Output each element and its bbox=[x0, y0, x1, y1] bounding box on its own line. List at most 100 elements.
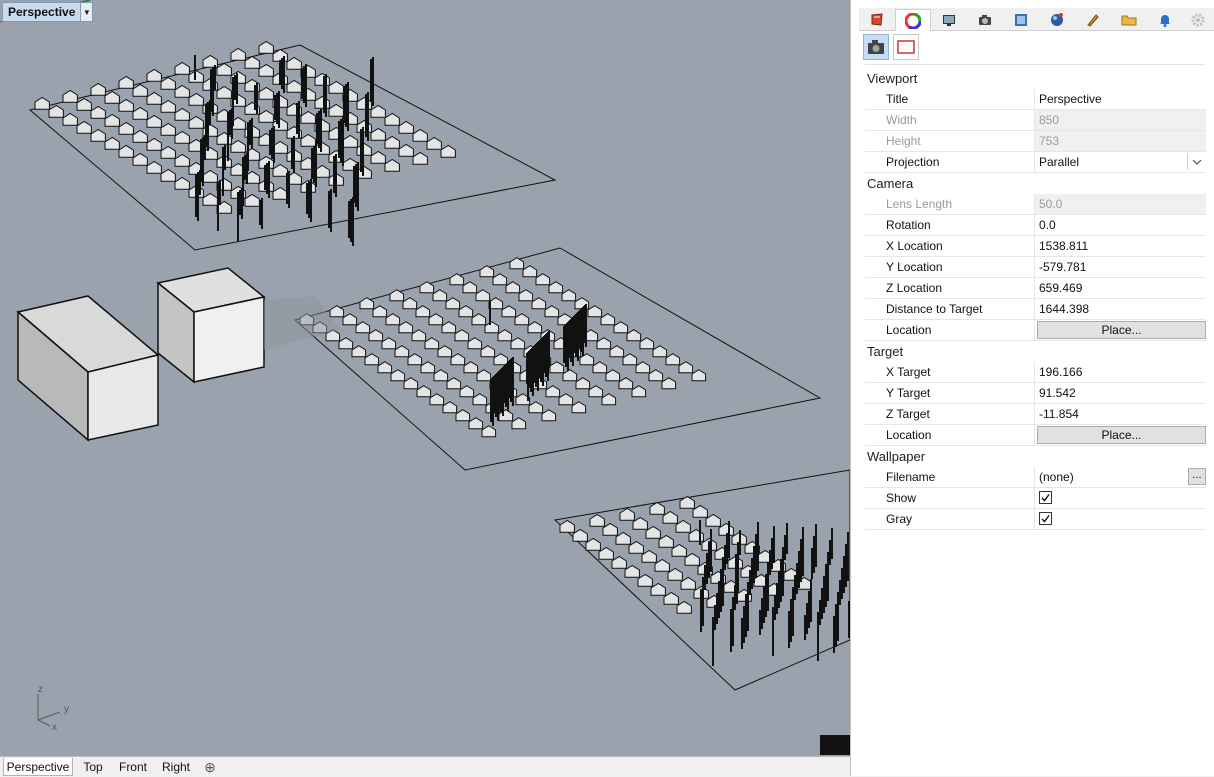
house-model bbox=[160, 76, 176, 90]
house-model bbox=[541, 409, 557, 422]
viewport-title[interactable]: Perspective bbox=[8, 5, 76, 19]
house-model bbox=[624, 564, 640, 578]
house-model bbox=[244, 55, 260, 69]
distance-field[interactable]: 1644.398 bbox=[1039, 302, 1090, 316]
house-model bbox=[416, 385, 432, 398]
rotation-field[interactable]: 0.0 bbox=[1039, 218, 1056, 232]
house-model bbox=[338, 337, 354, 350]
house-model bbox=[118, 121, 134, 135]
house-model bbox=[619, 507, 635, 521]
color-wheel-icon[interactable] bbox=[895, 9, 931, 31]
projection-dropdown[interactable]: Parallel bbox=[1035, 152, 1206, 172]
section-camera: Camera bbox=[867, 176, 914, 191]
house-model bbox=[160, 122, 176, 136]
object-properties-icon[interactable] bbox=[859, 9, 895, 30]
camera-place-button[interactable]: Place... bbox=[1037, 321, 1206, 339]
settings-gear-icon[interactable] bbox=[1183, 9, 1213, 30]
named-view-icon[interactable] bbox=[1003, 9, 1039, 30]
house-model bbox=[661, 377, 677, 390]
house-model bbox=[390, 369, 406, 382]
axis-y-label: y bbox=[64, 704, 69, 715]
filename-label: Filename bbox=[865, 467, 1035, 487]
house-model bbox=[585, 537, 601, 551]
tab-perspective[interactable]: Perspective bbox=[3, 758, 73, 776]
section-viewport: Viewport bbox=[867, 71, 918, 86]
x-location-field[interactable]: 1538.811 bbox=[1039, 239, 1089, 253]
house-model bbox=[258, 63, 274, 77]
block-3-houses bbox=[559, 495, 812, 614]
y-target-field[interactable]: 91.542 bbox=[1039, 386, 1076, 400]
house-model bbox=[479, 265, 495, 278]
show-label: Show bbox=[865, 488, 1035, 508]
render-sphere-icon[interactable] bbox=[1039, 9, 1075, 30]
house-model bbox=[454, 329, 470, 342]
viewport-title-menu[interactable]: Perspective ▼ bbox=[2, 2, 94, 22]
y-location-field[interactable]: -579.781 bbox=[1039, 260, 1087, 274]
z-location-field[interactable]: 659.469 bbox=[1039, 281, 1083, 295]
gray-checkbox[interactable] bbox=[1039, 512, 1052, 525]
house-model bbox=[342, 313, 358, 326]
rotation-label: Rotation bbox=[865, 215, 1035, 235]
x-target-field[interactable]: 196.166 bbox=[1039, 365, 1083, 379]
tab-right[interactable]: Right bbox=[161, 760, 190, 774]
camera-icon[interactable] bbox=[967, 9, 1003, 30]
house-model bbox=[531, 297, 547, 310]
brush-icon[interactable] bbox=[1075, 9, 1111, 30]
x-target-label: X Target bbox=[865, 362, 1035, 382]
target-place-button[interactable]: Place... bbox=[1037, 426, 1206, 444]
viewport-frame-icon[interactable] bbox=[893, 34, 919, 60]
width-label: Width bbox=[865, 110, 1035, 130]
house-model bbox=[174, 61, 190, 75]
perspective-viewport[interactable]: Perspective ▼ z y x bbox=[0, 0, 850, 756]
z-target-field[interactable]: -11.854 bbox=[1039, 407, 1079, 421]
block-2-ground bbox=[293, 247, 822, 471]
house-model bbox=[381, 337, 397, 350]
projection-label: Projection bbox=[865, 152, 1035, 172]
chevron-down-icon[interactable] bbox=[1187, 153, 1206, 170]
house-model bbox=[160, 145, 176, 159]
add-viewport-icon[interactable]: ⊕ bbox=[204, 759, 216, 775]
filename-field[interactable]: (none) ... bbox=[1035, 467, 1206, 487]
chevron-down-icon[interactable]: ▼ bbox=[80, 3, 93, 21]
house-model bbox=[146, 68, 162, 82]
tab-front[interactable]: Front bbox=[118, 760, 147, 774]
house-model bbox=[272, 163, 288, 177]
title-field[interactable]: Perspective bbox=[1039, 92, 1102, 106]
house-model bbox=[475, 289, 491, 302]
scene-canvas[interactable] bbox=[0, 0, 850, 756]
y-target-label: Y Target bbox=[865, 383, 1035, 403]
projection-value: Parallel bbox=[1039, 155, 1080, 169]
house-model bbox=[146, 160, 162, 174]
tab-top[interactable]: Top bbox=[83, 760, 103, 774]
house-model bbox=[202, 54, 218, 68]
browse-button[interactable]: ... bbox=[1188, 468, 1206, 485]
house-model bbox=[518, 289, 534, 302]
house-model bbox=[601, 393, 617, 406]
house-model bbox=[527, 321, 543, 334]
row-projection: Projection Parallel bbox=[865, 152, 1206, 173]
house-model bbox=[351, 345, 367, 358]
folder-icon[interactable] bbox=[1111, 9, 1147, 30]
viewport-camera-icon[interactable] bbox=[863, 34, 889, 60]
divider bbox=[865, 64, 1205, 65]
show-checkbox[interactable] bbox=[1039, 491, 1052, 504]
house-model bbox=[370, 104, 386, 118]
camera-location-label: Location bbox=[865, 320, 1035, 340]
display-icon[interactable] bbox=[931, 9, 967, 30]
house-model bbox=[450, 353, 466, 366]
house-model bbox=[684, 552, 700, 566]
house-model bbox=[188, 115, 204, 129]
row-width: Width 850 bbox=[865, 110, 1206, 131]
notification-bell-icon[interactable] bbox=[1147, 9, 1183, 30]
house-model bbox=[459, 385, 475, 398]
house-model bbox=[286, 56, 302, 70]
house-model bbox=[372, 305, 388, 318]
z-target-label: Z Target bbox=[865, 404, 1035, 424]
row-title: Title Perspective bbox=[865, 89, 1206, 110]
house-model bbox=[605, 369, 621, 382]
house-model bbox=[680, 576, 696, 590]
house-model bbox=[90, 105, 106, 119]
house-model bbox=[675, 519, 691, 533]
house-model bbox=[618, 377, 634, 390]
house-model bbox=[522, 265, 538, 278]
